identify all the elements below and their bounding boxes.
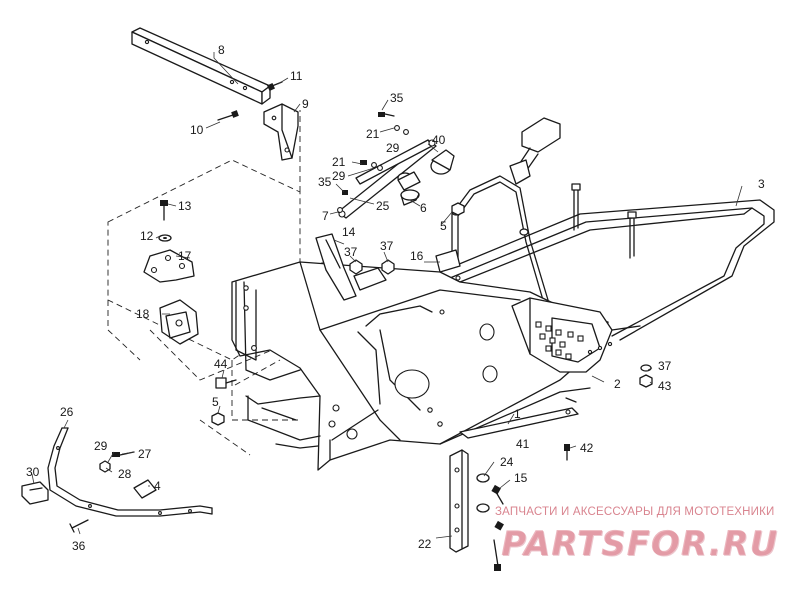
part-2-footrest <box>511 297 641 373</box>
callout-27: 27 <box>138 447 152 461</box>
callout-25: 25 <box>376 199 390 213</box>
part-1-lower-brace <box>459 397 579 439</box>
callout-13: 13 <box>178 199 192 213</box>
callout-35-top: 35 <box>390 91 404 105</box>
part-14-bracket <box>315 233 387 301</box>
part-22-bracket <box>449 449 469 553</box>
callout-6: 6 <box>420 201 427 215</box>
callout-42: 42 <box>580 441 594 455</box>
callout-26: 26 <box>60 405 74 419</box>
part-26-bumper-bar <box>47 427 213 517</box>
callout-15: 15 <box>514 471 528 485</box>
callout-9: 9 <box>302 97 309 111</box>
part-42-bolt <box>564 444 570 461</box>
part-36-screw <box>69 519 89 533</box>
callout-24: 24 <box>500 455 514 469</box>
callout-35-mid: 35 <box>318 175 332 189</box>
callout-43: 43 <box>658 379 672 393</box>
part-25-linkage <box>337 139 437 219</box>
callout-21-mid: 21 <box>332 155 346 169</box>
part-18-rubber-mount <box>159 299 199 345</box>
callout-10: 10 <box>190 123 204 137</box>
callout-36: 36 <box>72 539 86 553</box>
callout-29-mid: 29 <box>332 169 346 183</box>
leader-lines <box>31 52 743 539</box>
callout-1: 1 <box>514 407 521 421</box>
callout-7: 7 <box>322 209 329 223</box>
callout-44: 44 <box>214 357 228 371</box>
callout-5-hoop: 5 <box>440 219 447 233</box>
part-3-frame-rails <box>439 183 775 341</box>
callout-2: 2 <box>614 377 621 391</box>
callout-37-right: 37 <box>380 239 394 253</box>
part-17-mount-plate <box>143 249 195 283</box>
callout-12: 12 <box>140 229 154 243</box>
callout-37-footrest: 37 <box>658 359 672 373</box>
callout-3: 3 <box>758 177 765 191</box>
part-44-bolt <box>215 377 237 389</box>
callout-18: 18 <box>136 307 150 321</box>
callout-22: 22 <box>418 537 432 551</box>
part-16-plate <box>435 249 461 273</box>
part-4-plate <box>133 479 157 499</box>
part-12-washer <box>158 234 172 242</box>
part-8-upper-rail <box>131 27 271 105</box>
tunnel-body <box>231 261 609 471</box>
callout-8: 8 <box>218 43 225 57</box>
callout-16: 16 <box>410 249 424 263</box>
callout-40: 40 <box>432 133 446 147</box>
callout-labels: 8 11 9 10 35 21 29 40 21 29 35 7 25 6 5 … <box>26 43 765 553</box>
steering-hoop <box>451 175 549 301</box>
callout-37-left: 37 <box>344 245 358 259</box>
part-40-boot <box>397 149 455 206</box>
part-30-end-clip <box>21 481 49 505</box>
callout-4: 4 <box>154 479 161 493</box>
callout-41: 41 <box>516 437 530 451</box>
part-15-bolt <box>491 484 504 571</box>
part-43-washer <box>640 364 652 372</box>
part-13-bolt <box>160 200 168 221</box>
callout-5-low: 5 <box>212 395 219 409</box>
callout-30: 30 <box>26 465 40 479</box>
part-24-washer <box>476 473 490 513</box>
callout-17: 17 <box>178 249 192 263</box>
grip-plate-holes <box>535 321 584 360</box>
callout-28: 28 <box>118 467 132 481</box>
linkage-hardware <box>337 112 409 213</box>
part-10-bolt <box>217 110 239 121</box>
callout-14: 14 <box>342 225 356 239</box>
part-9-bracket <box>263 103 299 161</box>
callout-21-top: 21 <box>366 127 380 141</box>
callout-11: 11 <box>290 69 303 83</box>
callout-29-top: 29 <box>386 141 400 155</box>
steering-post <box>509 117 561 185</box>
callout-29-bumper: 29 <box>94 439 108 453</box>
